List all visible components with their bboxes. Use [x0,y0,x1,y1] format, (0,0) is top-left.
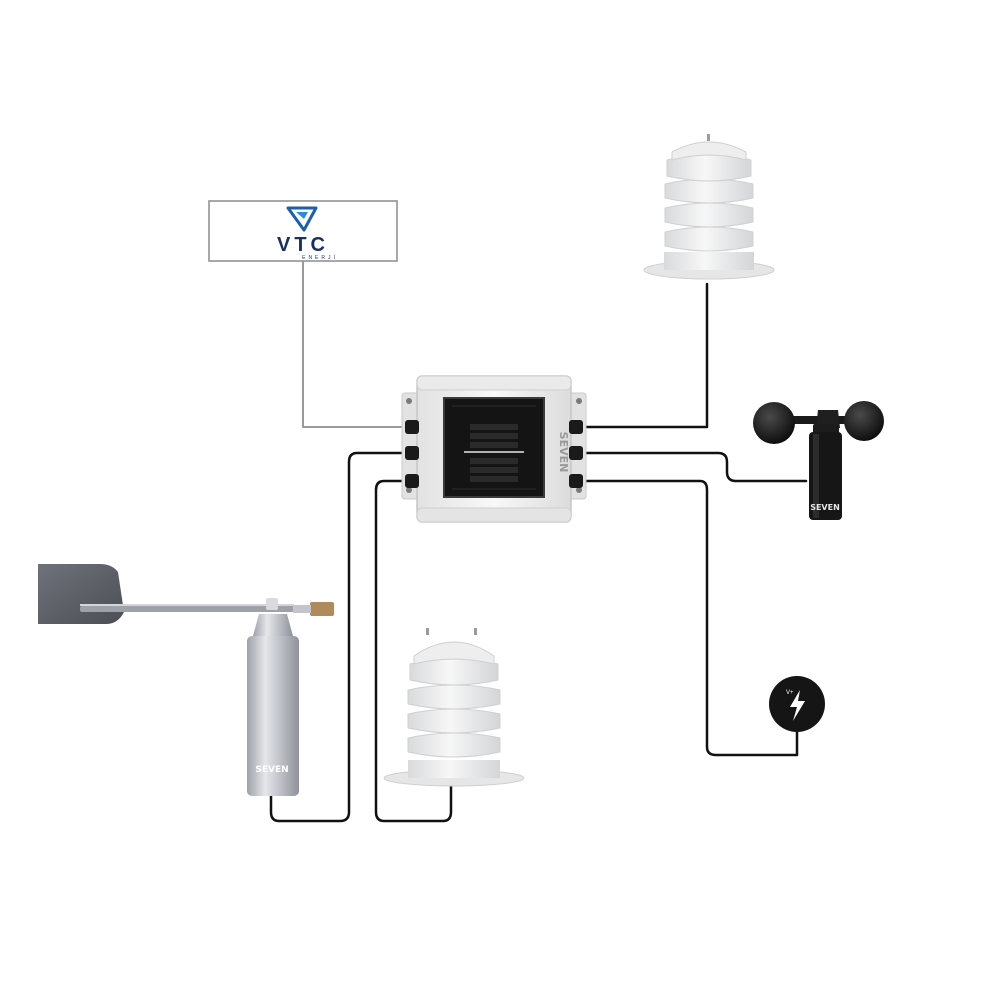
cup-anemometer: SEVEN [753,401,884,520]
anemometer-brand-label: SEVEN [810,503,840,512]
connectors-left [405,420,419,488]
vtc-logo-panel: VTC ENERJİ [208,200,398,262]
radiation-shield-top [643,134,775,280]
cable-controller-to-anemometer [584,451,808,483]
logo-name: VTC [277,234,329,256]
cable-controller-to-temp-shield-bottom [374,479,453,823]
wind-vane-brand-label: SEVEN [255,765,288,775]
anemometer-cup-left [753,402,795,444]
data-logger-controller: SEVEN [401,375,587,523]
logo-subtitle: ENERJİ [302,254,338,261]
lightning-bolt-icon [790,690,805,721]
power-supply-icon: V+ [769,676,825,732]
cable-controller-to-power-icon [584,479,799,757]
solar-cells [470,424,518,482]
connectors-right [569,420,583,488]
cables [269,261,808,823]
v-triangle-logo-icon [286,206,318,232]
wind-vane: SEVEN [38,564,334,796]
svg-text:V+: V+ [786,690,794,696]
radiation-shield-bottom [383,628,525,787]
wind-vane-fin [38,564,124,624]
cable-controller-to-wind-vane [269,451,412,823]
cable-controller-to-temp-shield-top [584,282,709,429]
cable-logo-to-controller [302,261,411,428]
wind-vane-counterweight [310,602,334,616]
anemometer-cup-right [844,401,884,441]
controller-brand-label: SEVEN [557,432,570,473]
wind-vane-body [247,636,299,796]
